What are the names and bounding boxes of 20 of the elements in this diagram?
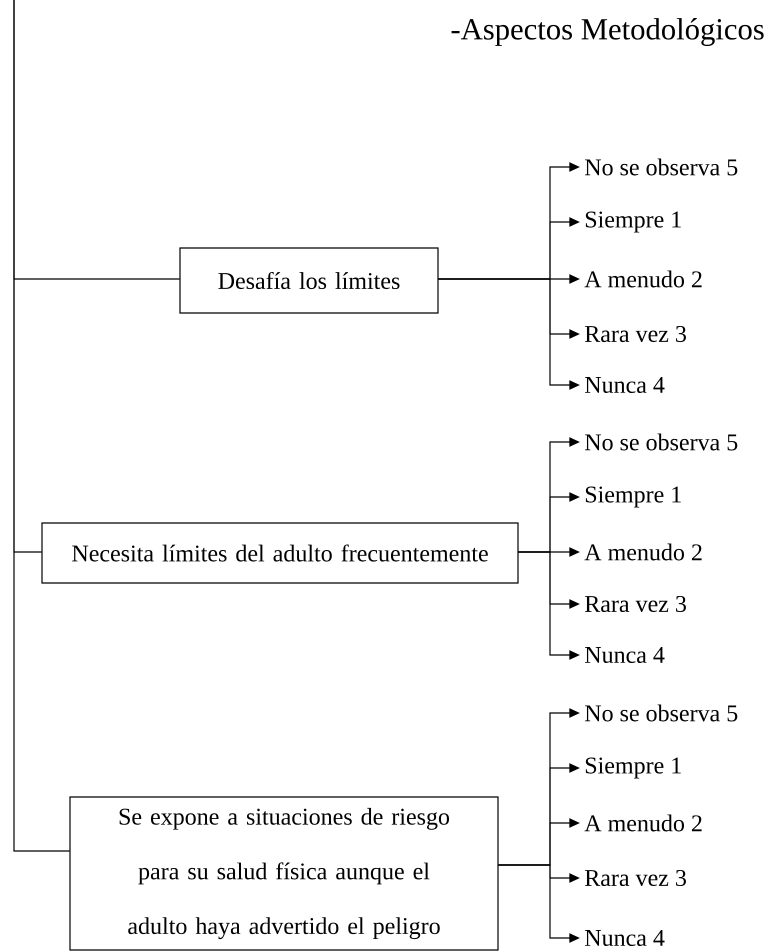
connector xyxy=(13,0,70,852)
text-box: Se expone a situaciones de riesgo para su salud física aunque el adulto haya advertido el peligro xyxy=(69,796,499,951)
option-label: A menudo 2 xyxy=(584,814,702,832)
option-label: Siempre 1 xyxy=(586,212,681,232)
option-label: No se observa 5 xyxy=(584,434,738,450)
option-label: Nunca 4 xyxy=(584,646,665,664)
text-box: Necesita límites del adulto frecuentemente xyxy=(41,522,519,584)
option-label: No se observa 5 xyxy=(584,704,738,722)
heading: -Aspectos Metodológicos xyxy=(452,18,764,46)
option-label: Nunca 4 xyxy=(584,930,665,946)
option-label: Rara vez 3 xyxy=(584,596,686,612)
option-label: Rara vez 3 xyxy=(584,870,686,886)
option-label: No se observa 5 xyxy=(584,158,738,176)
option-label: Siempre 1 xyxy=(586,486,681,508)
option-label: A menudo 2 xyxy=(584,544,702,560)
option-label: A menudo 2 xyxy=(584,270,702,288)
text-box: Desafía los límites xyxy=(179,247,439,314)
option-label: Rara vez 3 xyxy=(584,326,686,342)
option-label: Siempre 1 xyxy=(586,758,681,778)
option-label: Nunca 4 xyxy=(584,376,665,394)
